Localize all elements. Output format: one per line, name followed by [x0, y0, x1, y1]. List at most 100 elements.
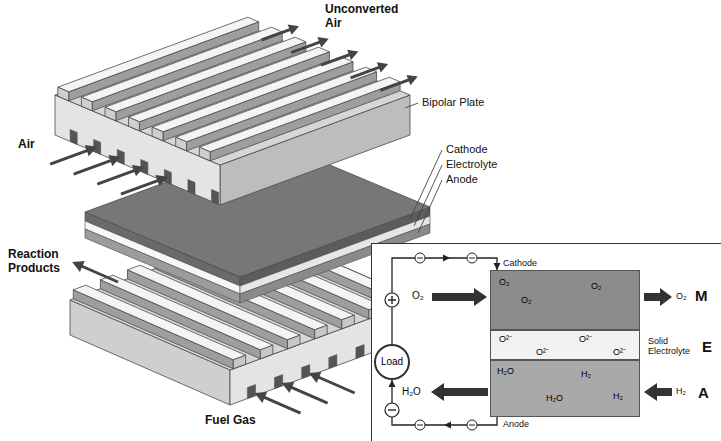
anode-layer: H₂OH₂H₂OH₂ — [490, 360, 640, 417]
layer-label: Anode — [446, 173, 478, 186]
air-in-arrow — [50, 145, 97, 164]
circuit-wire — [392, 258, 501, 344]
species-label: O₂ — [499, 277, 510, 288]
leader-line — [418, 180, 442, 233]
current-arrow — [444, 422, 451, 429]
plate-rib — [152, 127, 163, 141]
air-out-arrow — [262, 25, 300, 41]
plate-rib — [105, 107, 116, 121]
plate-rib — [315, 325, 328, 339]
plus-terminal — [385, 293, 399, 307]
wire-line — [392, 258, 497, 344]
plate-rib — [81, 97, 92, 111]
air-channel — [70, 129, 77, 144]
air-out-arrow — [351, 62, 389, 78]
electron-minus — [417, 258, 423, 259]
electron-symbol — [467, 253, 477, 263]
layer-letter: E — [702, 338, 712, 355]
arrow-shaft — [74, 160, 112, 174]
plate-top — [55, 25, 410, 165]
water-out-arrow — [431, 383, 488, 401]
fuel-gas-arrow — [255, 392, 301, 413]
load-circle: Load — [374, 344, 410, 380]
plate-rib — [176, 137, 187, 151]
species-label: O²⁻ — [579, 334, 592, 345]
oxygen-in-arrow — [432, 288, 487, 306]
arrow-head — [407, 75, 418, 85]
flow-label: Reaction Products — [8, 248, 74, 276]
part-label: Bipolar Plate — [422, 96, 484, 109]
gas-label: H₂ — [676, 386, 686, 396]
electrolyte-layer: O²⁻O²⁻O²⁻O²⁻ — [490, 330, 640, 360]
arrow-head — [377, 62, 388, 72]
fuel-gas-arrow — [282, 382, 328, 403]
electron-minus — [469, 425, 475, 426]
electron-minus — [417, 425, 423, 426]
plate-rib — [199, 147, 210, 161]
plate-rib — [129, 117, 140, 131]
arrow-head — [309, 372, 322, 383]
wire-electrons — [415, 253, 477, 430]
arrow-shaft — [351, 67, 380, 78]
plate-rib — [288, 335, 301, 349]
arrow-head — [132, 165, 144, 176]
gas-channel — [329, 355, 337, 369]
gas-channel — [275, 375, 283, 389]
species-label: H₂O — [546, 393, 563, 404]
terminal-circle — [385, 403, 399, 417]
species-label: O₂ — [521, 295, 532, 306]
layer-letter: M — [695, 287, 708, 304]
arrow-head — [317, 37, 328, 47]
electron-symbol — [415, 253, 425, 263]
arrow-shaft — [97, 170, 135, 184]
minus-bar — [388, 409, 396, 410]
layer-label: Electrolyte — [446, 158, 497, 171]
species-label: H₂ — [613, 391, 623, 402]
species-label: O²⁻ — [499, 334, 512, 345]
arrow-shaft — [264, 397, 301, 413]
species-label: H₂O — [497, 366, 514, 377]
bipolar-plate-top — [55, 17, 410, 205]
gas-label: O₂ — [676, 291, 687, 301]
arrow-head — [347, 50, 358, 60]
arrow-shaft — [291, 42, 320, 53]
arrow-shaft — [291, 387, 328, 403]
arrow-head — [288, 25, 299, 35]
reaction-products-arrow — [72, 261, 118, 282]
air-in-arrow — [74, 155, 121, 174]
leader-line — [410, 150, 442, 219]
arrow-head — [85, 145, 97, 156]
gas-channel — [247, 385, 255, 399]
flow-label: Air — [18, 138, 35, 152]
gas-label: H₂O — [402, 386, 421, 398]
gas-label: O₂ — [412, 290, 424, 302]
current-arrow — [443, 255, 450, 262]
plate-rib — [187, 72, 377, 151]
leader-line — [414, 165, 442, 226]
plate-rib — [73, 290, 233, 369]
oxygen-out-arrow — [644, 288, 672, 306]
plus-bar — [391, 296, 392, 304]
arrow-head — [282, 382, 295, 393]
arrow-shaft — [318, 377, 355, 393]
arrow-head — [108, 155, 120, 166]
electron-symbol — [467, 420, 477, 430]
minus-terminal — [385, 403, 399, 417]
terminal-circle — [385, 293, 399, 307]
layer-label: Solid Electrolyte — [648, 336, 698, 357]
species-label: O²⁻ — [536, 347, 549, 358]
leader-line — [405, 103, 418, 108]
electron-minus — [469, 258, 475, 259]
air-out-arrow — [291, 37, 329, 53]
electron-symbol — [415, 420, 425, 430]
electrode-label: Anode — [503, 419, 529, 429]
circuit-wire — [389, 380, 498, 425]
fuel-gas-arrow — [309, 372, 355, 393]
air-in-arrow — [97, 165, 144, 184]
arrow-shaft — [50, 150, 87, 164]
layer-letter: A — [698, 384, 709, 401]
arrow-shaft — [380, 80, 409, 91]
plate-rib — [260, 345, 273, 359]
air-in-arrow — [121, 175, 168, 194]
